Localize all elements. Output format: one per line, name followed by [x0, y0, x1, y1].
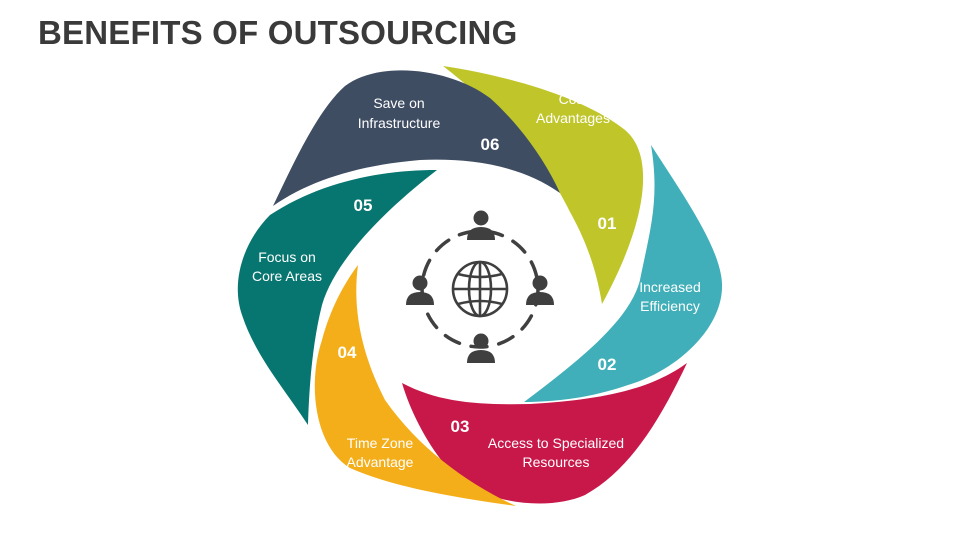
segment-01-shape	[443, 66, 644, 304]
person-icon	[406, 275, 434, 305]
segment-02-number: 02	[598, 355, 617, 374]
globe-icon	[451, 260, 509, 318]
center-network-graphic	[406, 210, 554, 363]
segment-05-number: 05	[354, 196, 373, 215]
segment-06: Save on Infrastructure 06	[273, 70, 560, 207]
segment-01-label-line1: Cost	[559, 91, 588, 107]
segment-04: 04 Time Zone Advantage	[314, 265, 516, 506]
segment-04-label-line1: Time Zone	[347, 435, 414, 451]
segment-03-label-line1: Access to Specialized	[488, 435, 624, 451]
segment-04-number: 04	[338, 343, 357, 362]
segment-02-label-line2: Efficiency	[640, 298, 700, 314]
segment-06-label-line1: Save on	[373, 95, 424, 111]
segment-03-shape	[402, 363, 687, 504]
segment-06-shape	[273, 70, 560, 207]
segment-01: Cost Advantages 01	[443, 66, 644, 304]
segment-03: 03 Access to Specialized Resources	[402, 363, 687, 504]
segment-05-label-line2: Core Areas	[252, 268, 322, 284]
segment-03-number: 03	[451, 417, 470, 436]
person-icon	[467, 333, 495, 363]
person-icon	[467, 210, 495, 240]
segment-02-label-line1: Increased	[639, 279, 700, 295]
page-title: BENEFITS OF OUTSOURCING	[38, 14, 518, 51]
segment-05: 05 Focus on Core Areas	[237, 170, 437, 425]
segment-06-number: 06	[481, 135, 500, 154]
person-icon	[526, 275, 554, 305]
segment-04-shape	[314, 265, 516, 506]
segment-05-shape	[237, 170, 437, 425]
segment-02-shape	[524, 145, 723, 402]
segment-05-label-line1: Focus on	[258, 249, 316, 265]
segment-01-label-line2: Advantages	[536, 110, 610, 126]
segment-03-label-line2: Resources	[523, 454, 590, 470]
segment-04-label-line2: Advantage	[347, 454, 414, 470]
segment-01-number: 01	[598, 214, 617, 233]
segment-02: Increased Efficiency 02	[524, 145, 723, 402]
segment-06-label-line2: Infrastructure	[358, 115, 441, 131]
